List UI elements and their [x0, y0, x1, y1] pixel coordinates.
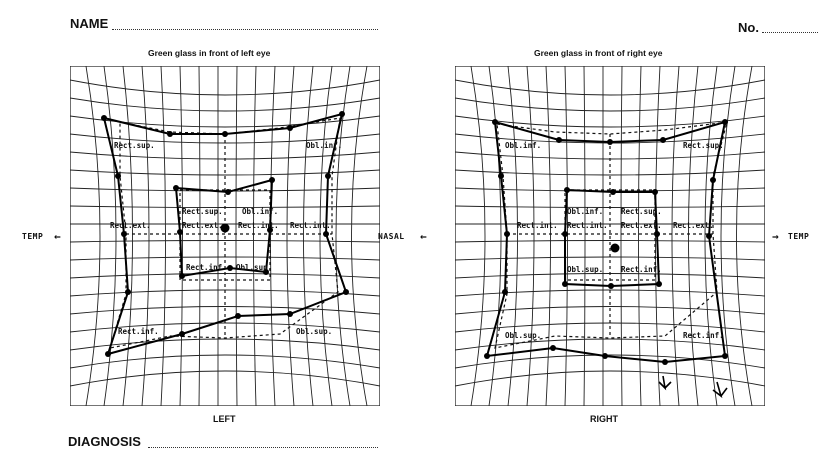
right-rect-int-inner: Rect.int. — [567, 221, 608, 230]
left-obl-sup-inner: Obl.sup. — [236, 263, 272, 272]
right-rect-sup-inner: Rect.sup. — [621, 207, 662, 216]
number-field[interactable] — [762, 32, 818, 33]
left-chart-caption: Green glass in front of left eye — [148, 48, 271, 58]
right-obl-sup-outer: Obl.sup. — [505, 331, 541, 340]
name-field[interactable] — [112, 29, 378, 30]
right-rect-ext-inner: Rect.ext. — [621, 221, 662, 230]
left-rect-ext-outer: Rect.ext. — [110, 221, 151, 230]
left-temp-arrow-icon: ← — [54, 230, 62, 243]
right-obl-inf-outer: Obl.inf. — [505, 141, 541, 150]
right-normal-field — [494, 121, 728, 349]
right-bottom-arrows — [658, 375, 728, 399]
left-obl-inf-inner: Obl.inf. — [242, 207, 278, 216]
left-label: LEFT — [213, 414, 236, 424]
right-hess-chart: Obl.inf. Rect.sup. Rect.int. Rect.ext. O… — [455, 66, 765, 406]
left-rect-sup-outer: Rect.sup. — [114, 141, 155, 150]
right-rect-inf-inner: Rect.inf. — [621, 265, 662, 274]
right-plot-points — [484, 119, 728, 365]
right-rect-sup-outer: Rect.sup. — [683, 141, 724, 150]
right-muscle-labels: Obl.inf. Rect.sup. Rect.int. Rect.ext. O… — [505, 141, 724, 340]
right-temp-label: TEMP — [788, 232, 810, 241]
left-plot-points — [101, 111, 349, 357]
left-rect-inf-inner: Rect.inf. — [186, 263, 227, 272]
left-rect-int-outer: Rect.int. — [290, 221, 331, 230]
name-label: NAME — [70, 16, 109, 31]
left-temp-label: TEMP — [22, 232, 44, 241]
left-muscle-labels: Rect.sup. Obl.inf. Rect.ext. Rect.int. R… — [110, 141, 342, 336]
right-label: RIGHT — [590, 414, 618, 424]
nasal-arrow-icon: ← — [420, 230, 428, 243]
diagnosis-field[interactable] — [148, 447, 378, 448]
right-rect-ext-outer: Rect.ext. — [673, 221, 714, 230]
left-obl-sup-outer: Obl.sup. — [296, 327, 332, 336]
right-obl-sup-inner: Obl.sup. — [567, 265, 603, 274]
right-obl-inf-inner: Obl.inf. — [567, 207, 603, 216]
right-temp-arrow-icon: → — [772, 230, 780, 243]
number-label: No. — [738, 20, 759, 35]
left-rect-ext-inner: Rect.ext. — [182, 221, 223, 230]
right-chart-caption: Green glass in front of right eye — [534, 48, 663, 58]
right-rect-int-outer: Rect.int. — [517, 221, 558, 230]
left-hess-chart: Rect.sup. Obl.inf. Rect.ext. Rect.int. R… — [70, 66, 380, 406]
left-obl-inf-outer: Obl.inf. — [306, 141, 342, 150]
left-rect-int-inner: Rect.int. — [238, 221, 279, 230]
right-rect-inf-outer: Rect.inf. — [683, 331, 724, 340]
left-rect-inf-outer: Rect.inf. — [118, 327, 159, 336]
nasal-label: NASAL — [378, 232, 405, 241]
left-rect-sup-inner: Rect.sup. — [182, 207, 223, 216]
diagnosis-label: DIAGNOSIS — [68, 434, 141, 449]
